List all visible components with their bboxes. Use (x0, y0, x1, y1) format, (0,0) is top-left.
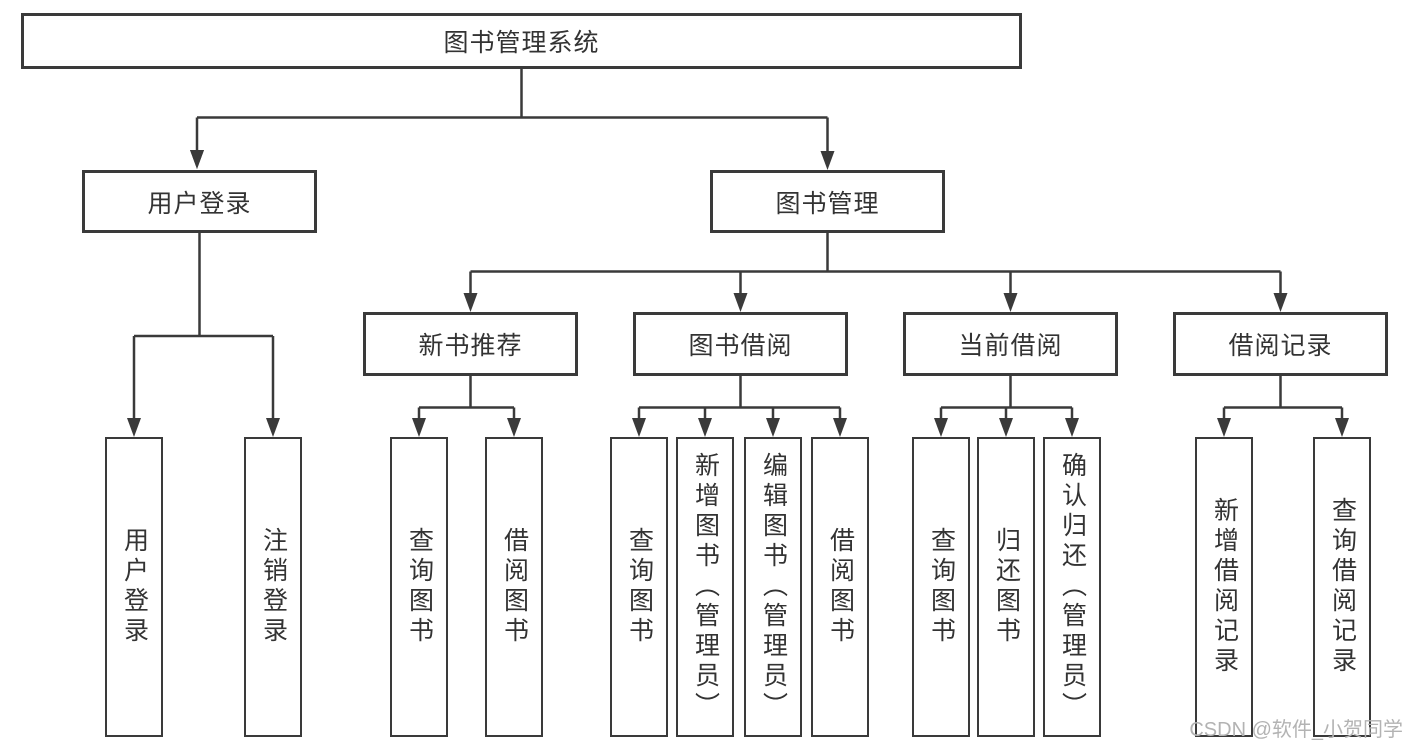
leaf-cb-confirm-return-admin-label: 确认归还（管理员） (1058, 452, 1087, 722)
arrow-down-icon (266, 418, 280, 437)
leaf-nbr-query-books-label: 查询图书 (405, 527, 434, 647)
leaf-bb-edit-books-admin-label: 编辑图书（管理员） (759, 452, 788, 722)
arrow-down-icon (733, 293, 748, 312)
node-user-login: 用户登录 (82, 170, 317, 233)
node-book-management-label: 图书管理 (775, 189, 880, 218)
arrow-down-icon (1217, 418, 1231, 437)
leaf-nbr-borrow-books: 借阅图书 (485, 437, 543, 737)
leaf-user-login-label: 用户登录 (120, 527, 149, 647)
node-root-label: 图书管理系统 (443, 29, 600, 57)
arrow-down-icon (934, 418, 948, 437)
node-user-login-label: 用户登录 (147, 189, 252, 218)
node-current-borrow: 当前借阅 (903, 312, 1118, 376)
leaf-cb-query-books: 查询图书 (912, 437, 970, 737)
node-new-book-recommend: 新书推荐 (363, 312, 578, 376)
connector-book-management-groups (463, 233, 1288, 312)
node-root: 图书管理系统 (21, 13, 1022, 69)
leaf-user-login: 用户登录 (105, 437, 163, 737)
arrow-down-icon (1335, 418, 1349, 437)
node-book-borrow: 图书借阅 (633, 312, 848, 376)
arrow-down-icon (1065, 418, 1079, 437)
node-book-management: 图书管理 (710, 170, 945, 233)
leaf-nbr-borrow-books-label: 借阅图书 (500, 527, 529, 647)
leaf-br-query-record-label: 查询借阅记录 (1328, 497, 1357, 677)
node-new-book-recommend-label: 新书推荐 (418, 332, 523, 360)
node-borrow-records: 借阅记录 (1173, 312, 1388, 376)
arrow-down-icon (1273, 293, 1288, 312)
arrow-down-icon (1003, 293, 1018, 312)
leaf-bb-add-books-admin: 新增图书（管理员） (676, 437, 734, 737)
arrow-down-icon (412, 418, 426, 437)
watermark: CSDN @软件_小贺同学 (1189, 719, 1403, 741)
connector-root-branches (190, 69, 835, 170)
arrow-down-icon (463, 293, 478, 312)
leaf-bb-query-books-label: 查询图书 (625, 527, 654, 647)
leaf-cb-return-books: 归还图书 (977, 437, 1035, 737)
node-current-borrow-label: 当前借阅 (958, 332, 1063, 360)
leaf-cb-return-books-label: 归还图书 (992, 527, 1021, 647)
arrow-down-icon (833, 418, 847, 437)
connector-book-borrow-leaves (632, 376, 847, 437)
arrow-down-icon (507, 418, 521, 437)
leaf-nbr-query-books: 查询图书 (390, 437, 448, 737)
node-borrow-records-label: 借阅记录 (1228, 332, 1333, 360)
leaf-cb-query-books-label: 查询图书 (927, 527, 956, 647)
node-book-borrow-label: 图书借阅 (688, 332, 793, 360)
connector-new-book-recommend-leaves (412, 376, 521, 437)
arrow-down-icon (999, 418, 1013, 437)
arrow-down-icon (698, 418, 712, 437)
leaf-br-query-record: 查询借阅记录 (1313, 437, 1371, 737)
connector-user-login-leaves (127, 233, 280, 437)
leaf-logout: 注销登录 (244, 437, 302, 737)
leaf-bb-edit-books-admin: 编辑图书（管理员） (744, 437, 802, 737)
arrow-down-icon (190, 150, 204, 169)
arrow-down-icon (632, 418, 646, 437)
connector-current-borrow-leaves (934, 376, 1079, 437)
arrow-down-icon (127, 418, 141, 437)
arrow-down-icon (766, 418, 780, 437)
connector-borrow-records-leaves (1217, 376, 1349, 437)
leaf-br-add-record: 新增借阅记录 (1195, 437, 1253, 737)
leaf-logout-label: 注销登录 (259, 527, 288, 647)
leaf-bb-query-books: 查询图书 (610, 437, 668, 737)
leaf-cb-confirm-return-admin: 确认归还（管理员） (1043, 437, 1101, 737)
leaf-bb-borrow-books-label: 借阅图书 (826, 527, 855, 647)
leaf-br-add-record-label: 新增借阅记录 (1210, 497, 1239, 677)
leaf-bb-borrow-books: 借阅图书 (811, 437, 869, 737)
leaf-bb-add-books-admin-label: 新增图书（管理员） (691, 452, 720, 722)
arrow-down-icon (820, 151, 835, 170)
